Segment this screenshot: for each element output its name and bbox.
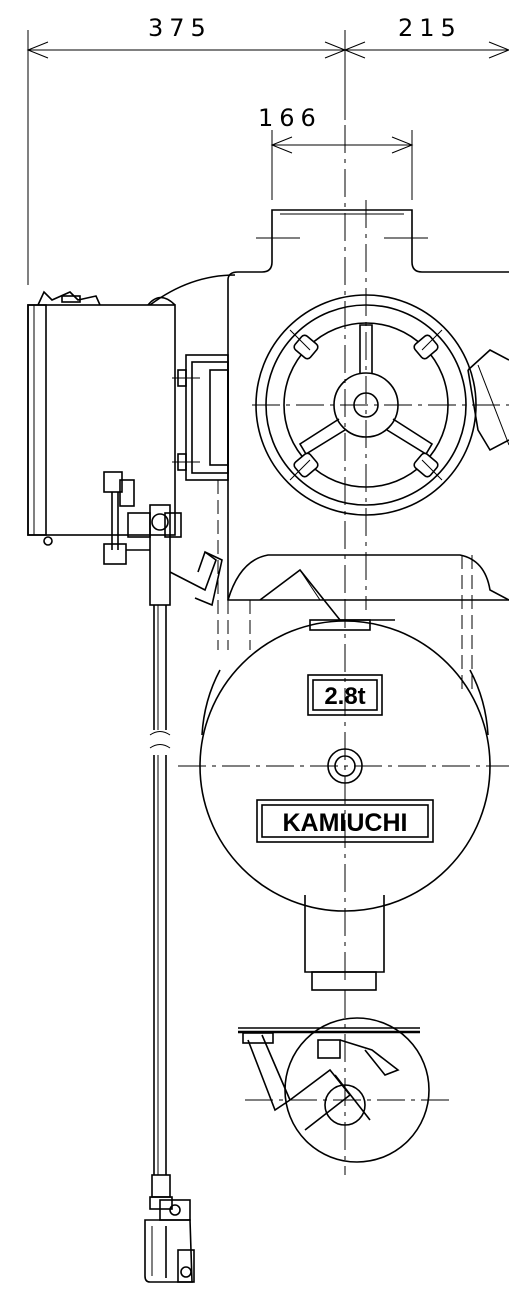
lower-wheel	[284, 1017, 430, 1163]
pendant-cable	[149, 605, 173, 1210]
motor-drum: 2.8t KAMIUCHI	[178, 620, 509, 912]
wheel-bolt	[413, 334, 439, 360]
dimension-375: 375	[26, 14, 347, 285]
wheel-bolt	[413, 452, 439, 478]
controller-bracket	[172, 354, 229, 650]
side-gear-cover	[467, 349, 509, 452]
wheel-bolt	[293, 452, 319, 478]
wheel-bolt	[293, 334, 319, 360]
hoist-drum-housing	[227, 554, 509, 690]
brand-plate	[256, 799, 434, 843]
capacity-plate	[307, 674, 383, 716]
dimension-215: 215	[343, 14, 509, 59]
pendant-switch	[144, 1199, 195, 1283]
control-box	[27, 290, 176, 546]
dimension-375-label: 375	[148, 14, 212, 42]
dimension-166: 166	[258, 104, 414, 200]
trolley-wheel	[255, 294, 477, 516]
hook-block	[238, 895, 450, 1175]
hoist-body	[149, 125, 509, 980]
brand-label: KAMIUCHI	[283, 809, 408, 837]
capacity-label: 2.8t	[324, 683, 365, 710]
pendant-hanger	[103, 471, 223, 607]
dimension-215-label: 215	[398, 14, 462, 42]
dimension-166-label: 166	[258, 104, 322, 132]
